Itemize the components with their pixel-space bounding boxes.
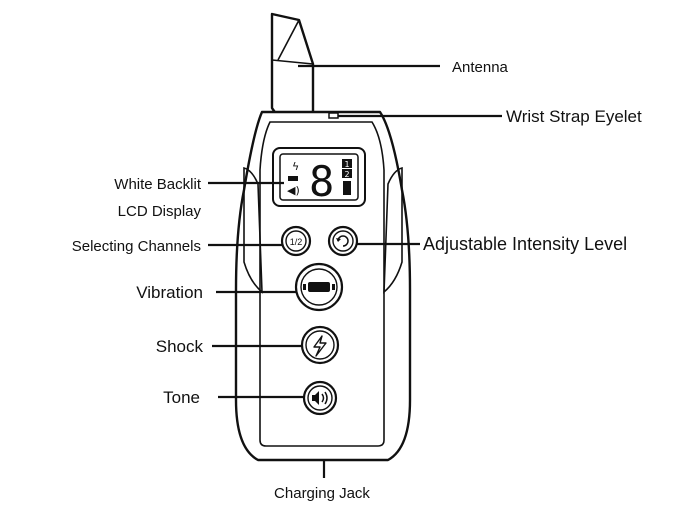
label-tone: Tone	[163, 388, 200, 407]
tone-button[interactable]	[302, 380, 338, 416]
shock-button[interactable]	[300, 325, 340, 365]
vibration-button[interactable]	[294, 262, 344, 312]
lcd-channel-1: 1	[345, 160, 350, 169]
tone-icon	[312, 391, 319, 405]
channel-select-button[interactable]: 1/2	[280, 225, 312, 257]
wrist-strap-eyelet	[328, 112, 339, 119]
lcd-vibration-icon	[288, 176, 298, 181]
label-intensity: Adjustable Intensity Level	[423, 234, 627, 254]
lcd-shock-icon: ϟ	[292, 160, 299, 173]
label-vibration: Vibration	[136, 283, 203, 302]
shock-icon	[313, 335, 327, 357]
remote-front-panel	[259, 121, 385, 447]
right-grip	[383, 166, 403, 294]
lcd-display: ϟ ◀) 8 1 2	[272, 147, 366, 207]
label-lcd-line1: White Backlit	[114, 176, 202, 193]
lcd-intensity-bar	[343, 181, 351, 195]
vibration-icon	[308, 282, 330, 292]
antenna	[270, 12, 315, 124]
label-shock: Shock	[156, 337, 204, 356]
label-lcd-line2: LCD Display	[118, 203, 202, 220]
intensity-cycle-icon	[337, 235, 349, 247]
label-charging: Charging Jack	[274, 485, 370, 502]
intensity-button[interactable]	[327, 225, 359, 257]
channel-button-label: 1/2	[290, 237, 303, 247]
label-channels: Selecting Channels	[72, 238, 201, 255]
label-antenna: Antenna	[452, 59, 509, 76]
label-wrist-strap: Wrist Strap Eyelet	[506, 107, 642, 126]
lcd-digit: 8	[309, 157, 334, 206]
lcd-channel-2: 2	[345, 170, 350, 179]
lcd-tone-icon: ◀)	[287, 184, 300, 197]
